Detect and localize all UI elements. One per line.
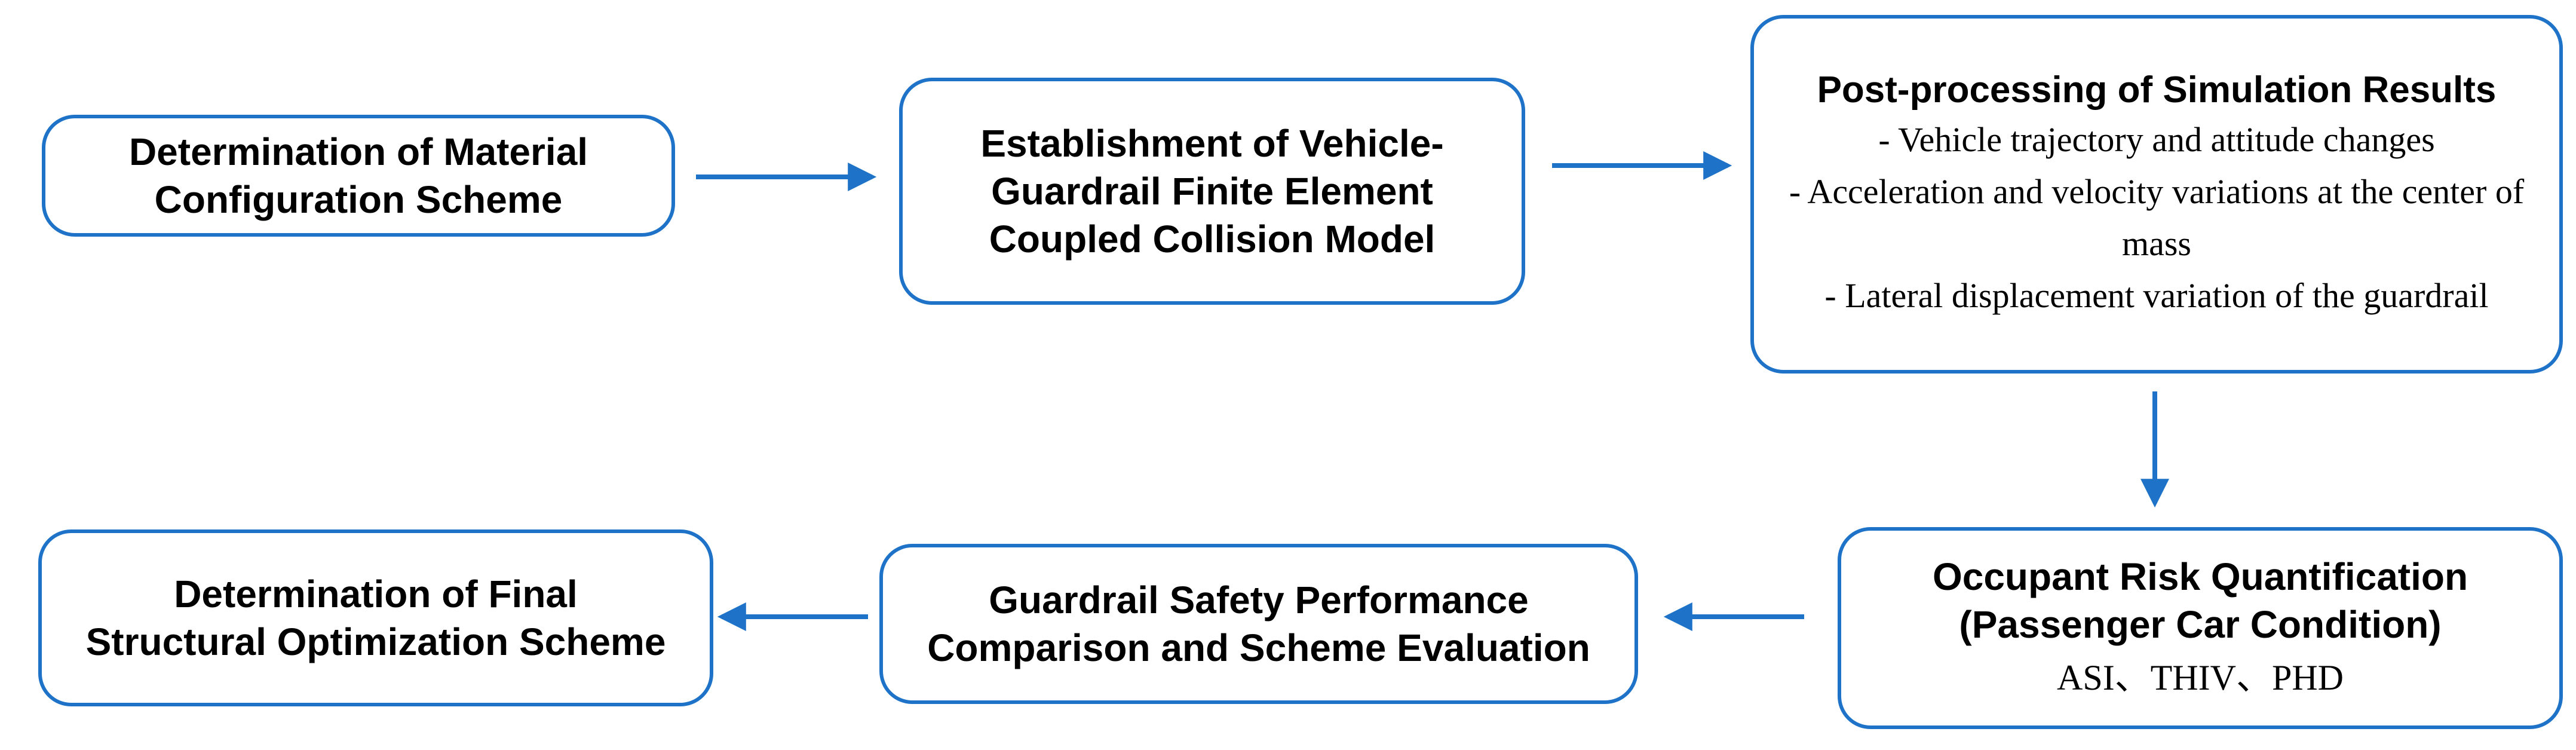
box-title: Post-processing of Simulation Results (1817, 69, 2497, 111)
box-text-line: Coupled Collision Model (989, 218, 1436, 261)
box-safety-comparison: Guardrail Safety Performance Comparison … (879, 544, 1638, 704)
bullet-item: - Acceleration and velocity variations a… (1789, 172, 2525, 263)
box-text-line: Establishment of Vehicle- (980, 122, 1444, 165)
box-text-line: Configuration Scheme (154, 178, 563, 221)
box-post-processing: Post-processing of Simulation Results - … (1750, 15, 2563, 374)
box-text-line: Comparison and Scheme Evaluation (927, 626, 1590, 669)
box-vehicle-guardrail-model: Establishment of Vehicle- Guardrail Fini… (899, 78, 1525, 305)
box-text-line: Guardrail Finite Element (991, 170, 1433, 213)
bullet-item: - Lateral displacement variation of the … (1824, 275, 2489, 315)
box-text-line: Structural Optimization Scheme (85, 620, 666, 663)
risk-metrics-line: ASI、THIV、PHD (2057, 657, 2344, 697)
bullet-item: - Vehicle trajectory and attitude change… (1878, 120, 2435, 159)
box-text-line: (Passenger Car Condition) (1959, 602, 2442, 646)
box-material-configuration: Determination of Material Configuration … (42, 115, 675, 237)
box-final-scheme: Determination of Final Structural Optimi… (38, 529, 713, 706)
box-text-line: Guardrail Safety Performance (989, 578, 1529, 622)
box-text-line: Occupant Risk Quantification (1932, 555, 2468, 598)
box-occupant-risk: Occupant Risk Quantification (Passenger … (1838, 527, 2563, 729)
box-text-line: Determination of Final (174, 573, 578, 616)
box-text-line: Determination of Material (128, 130, 588, 173)
